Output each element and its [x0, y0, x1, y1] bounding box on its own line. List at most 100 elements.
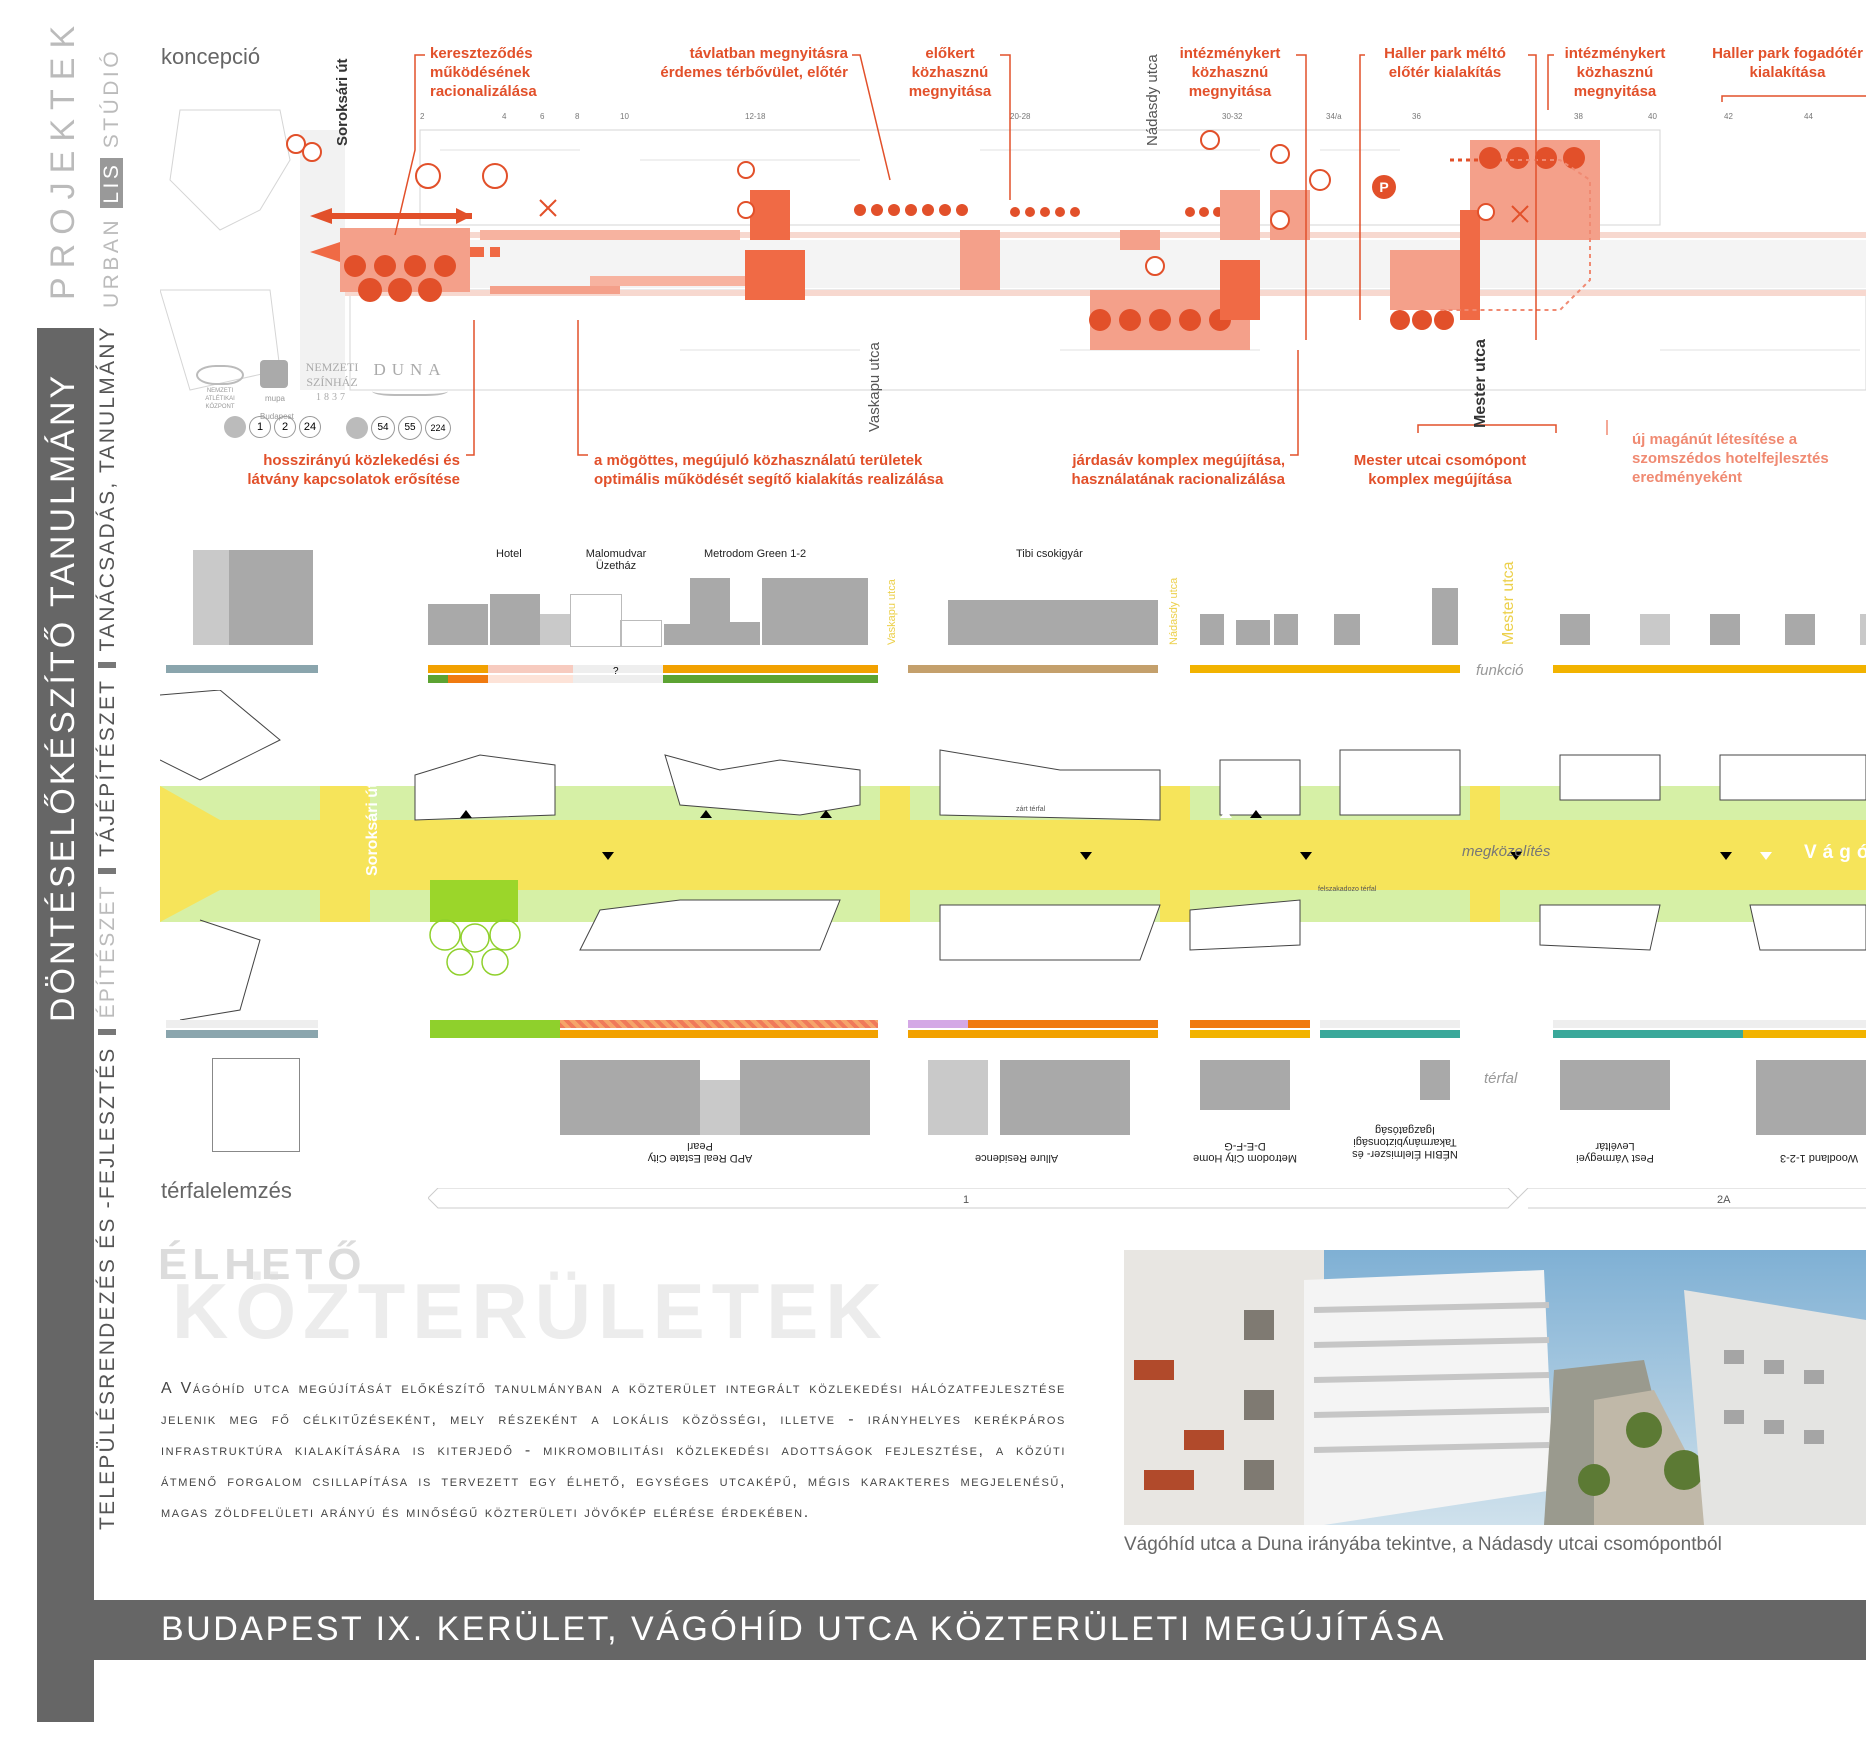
- street-soroksari: Soroksári út: [334, 58, 351, 146]
- elevation-building: [1756, 1060, 1866, 1135]
- function-bar: [166, 1030, 318, 1038]
- street-vaskapu: Vaskapu utca: [866, 342, 883, 432]
- house-number: 44: [1804, 112, 1813, 121]
- bus-icon: [346, 417, 368, 439]
- elevation-building: [1860, 614, 1866, 645]
- logo-szinhaz-top: NEMZETI: [305, 360, 359, 374]
- function-bar: [166, 665, 318, 673]
- logo-szinhaz-mid: SZÍNHÁZ: [306, 375, 358, 389]
- function-bar: [908, 1030, 1158, 1038]
- function-bar: [430, 1020, 560, 1038]
- analysis-label: térfalelemzés: [161, 1178, 292, 1203]
- house-number: 10: [620, 112, 629, 121]
- elevation-street-vaskapu: Vaskapu utca: [886, 579, 898, 645]
- parking-icon: P: [1379, 179, 1388, 195]
- function-bar: [1320, 1020, 1460, 1028]
- function-bar: [663, 675, 878, 683]
- function-bar: [1320, 1030, 1460, 1038]
- tram-line-badge: 2: [274, 416, 296, 438]
- tram-lines: 1 2 24: [224, 416, 321, 438]
- function-bar: [908, 1020, 968, 1028]
- bus-line-badge: 224: [425, 416, 451, 440]
- livable-title-small: ÉLHETŐ: [158, 1240, 367, 1289]
- category-line: TELEPÜLÉSRENDEZÉS ÉS -FEJLESZTÉS ÉPÍTÉSZ…: [96, 325, 120, 1530]
- function-bar: [1320, 665, 1460, 673]
- elevation-building-outline: [570, 594, 622, 647]
- annotation-future-space: távlatban megnyitásra érdemes térbővület…: [660, 45, 848, 81]
- elevation-building-outline: [620, 620, 662, 647]
- bus-line-badge: 55: [398, 416, 422, 440]
- elevation-building: [1000, 1060, 1130, 1135]
- function-bar: [573, 665, 663, 673]
- annotation-institution-garden-2: intézménykert közhasznú megnyitása: [1564, 45, 1666, 100]
- annotation-sidewalk: járdasáv komplex megújítása, használatán…: [1071, 452, 1285, 488]
- function-bar: [560, 1030, 878, 1038]
- function-bar: [560, 1020, 878, 1028]
- logo-mupa-text: mupa Budapest: [260, 394, 294, 421]
- function-label: funkció: [1476, 662, 1524, 679]
- logo-mupa: mupa Budapest: [260, 360, 294, 421]
- function-bar: [1190, 1030, 1310, 1038]
- annotation-crossing: kereszteződés működésének racionalizálás…: [430, 45, 537, 100]
- tram-line-badge: 1: [249, 416, 271, 438]
- elevation-building: [1560, 1060, 1670, 1110]
- elevation-street-mester: Mester utca: [1500, 561, 1517, 645]
- leader-lines: [394, 54, 1866, 456]
- function-bar: [1190, 665, 1320, 673]
- footer-title: BUDAPEST IX. KERÜLET, VÁGÓHÍD UTCA KÖZTE…: [161, 1610, 1446, 1648]
- house-number: 38: [1574, 112, 1583, 121]
- elevation-building: [428, 604, 488, 645]
- elevation-building: [1710, 614, 1740, 645]
- segment-2a-label: 2A: [1717, 1194, 1731, 1206]
- house-number: 8: [575, 112, 580, 121]
- elevation-building: [664, 624, 690, 645]
- elevation-building: [540, 614, 570, 645]
- annotation-haller-front: Haller park méltó előtér kialakítás: [1384, 45, 1506, 81]
- function-bar: [663, 665, 878, 673]
- elevation-building: [560, 1060, 700, 1135]
- elevation-building: [700, 1080, 740, 1135]
- function-unknown-label: ?: [613, 666, 619, 677]
- house-number: 4: [502, 112, 507, 121]
- elevation-building: [690, 578, 730, 645]
- building-allure: Allure Residence: [975, 1152, 1059, 1164]
- function-bar: [428, 665, 488, 673]
- logo-szinhaz: NEMZETI SZÍNHÁZ 1837: [304, 360, 360, 405]
- function-bar: [968, 1020, 1158, 1028]
- elevation-building-outline: [212, 1058, 300, 1152]
- segment-scale: [428, 1188, 1866, 1209]
- building-apd: APD Real Estate City Pearl: [647, 1140, 753, 1164]
- elevation-building: [1432, 588, 1458, 645]
- function-bar: [488, 665, 573, 673]
- approach-label: megközelítés: [1462, 843, 1551, 860]
- elevation-building: [762, 578, 868, 645]
- logo-duna-text: DUNA: [373, 360, 447, 379]
- elevation-building: [193, 550, 229, 645]
- annotation-background-areas: a mögöttes, megújuló közhasználatú terül…: [594, 452, 944, 488]
- bus-lines: 54 55 224: [346, 416, 451, 440]
- elevation-building: [928, 1060, 988, 1135]
- house-number: 6: [540, 112, 545, 121]
- elevation-building: [1420, 1060, 1450, 1100]
- building-tibi: Tibi csokigyár: [1016, 548, 1083, 560]
- sidebar-band: [37, 328, 94, 1722]
- elevation-building: [1334, 614, 1360, 645]
- logo-szinhaz-year: 1837: [316, 392, 348, 403]
- elevation-building: [1560, 614, 1590, 645]
- plan-street-partial: Vágó: [1804, 842, 1866, 863]
- street-analysis-plan: [160, 690, 1866, 1021]
- function-bar: [573, 675, 663, 683]
- footer-title-bar: [94, 1600, 1866, 1660]
- elevation-building: [1200, 614, 1224, 645]
- elevation-building: [730, 622, 760, 645]
- house-number: 34/a: [1326, 112, 1342, 121]
- building-woodland: Woodland 1-2-3: [1780, 1152, 1859, 1164]
- house-number: 36: [1412, 112, 1421, 121]
- segment-1-label: 1: [963, 1194, 970, 1206]
- street-nadasdy: Nádasdy utca: [1144, 54, 1161, 146]
- house-number: 2: [420, 112, 425, 121]
- annotation-front-garden: előkert közhasznú megnyitása: [908, 45, 992, 100]
- house-number: 42: [1724, 112, 1733, 121]
- building-hotel: Hotel: [496, 548, 522, 560]
- tram-line-badge: 24: [299, 416, 321, 438]
